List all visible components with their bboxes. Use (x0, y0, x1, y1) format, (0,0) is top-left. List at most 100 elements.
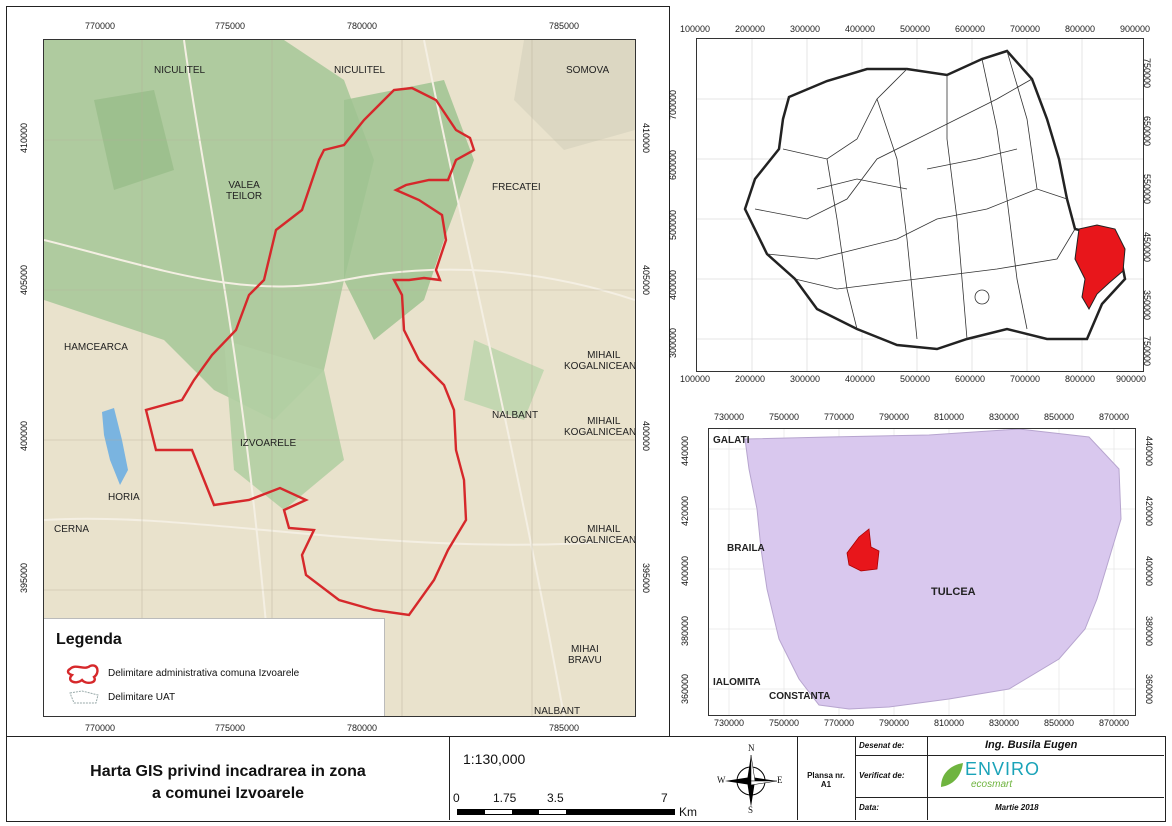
main-left-tick: 405000 (19, 264, 30, 296)
county-right-tick: 440000 (1144, 435, 1155, 467)
place-niculitel-1: NICULITEL (154, 65, 206, 76)
legend-boundary-swatch (66, 664, 99, 685)
main-top-tick: 775000 (215, 21, 246, 31)
county-right-tick: 400000 (1144, 555, 1155, 587)
ro-bottom-tick: 100000 (680, 374, 711, 384)
county-bottom-tick: 810000 (934, 718, 965, 728)
county-top-tick: 810000 (934, 412, 965, 422)
scalebar-label-3: 7 (661, 791, 668, 805)
place-somova: SOMOVA (566, 65, 610, 76)
ro-top-tick: 200000 (735, 24, 766, 34)
county-label-tulcea: TULCEA (931, 586, 976, 598)
county-bottom-tick: 790000 (879, 718, 910, 728)
ro-top-tick: 600000 (955, 24, 986, 34)
ro-right-tick: 450000 (1142, 231, 1153, 263)
scalebar-unit: Km (679, 805, 697, 819)
county-top-tick: 870000 (1099, 412, 1130, 422)
ro-bottom-tick: 300000 (790, 374, 821, 384)
main-map-panel: NICULITEL NICULITEL SOMOVA VALEA TEILOR … (6, 6, 670, 742)
county-bottom-tick: 770000 (824, 718, 855, 728)
ro-top-tick: 900000 (1120, 24, 1151, 34)
ro-right-tick: 750000 (1142, 335, 1153, 367)
county-bottom-tick: 830000 (989, 718, 1020, 728)
main-map-svg (44, 40, 635, 716)
title-area: Harta GIS privind incadrarea in zona a c… (7, 737, 450, 820)
county-top-tick: 790000 (879, 412, 910, 422)
main-right-tick: 395000 (641, 562, 652, 594)
ro-left-tick: 500000 (668, 209, 679, 241)
county-top-tick: 770000 (824, 412, 855, 422)
place-frecatei: FRECATEI (492, 182, 541, 193)
county-map-panel: GALATI BRAILA TULCEA IALOMITA CONSTANTA … (672, 404, 1166, 740)
ro-bottom-tick: 700000 (1010, 374, 1041, 384)
enviro-logo: ENVIRO ecosmart (937, 759, 1077, 793)
county-map-svg (709, 429, 1135, 715)
scale-ratio: 1:130,000 (463, 751, 526, 767)
plansa-area: Plansa nr. A1 (797, 737, 856, 820)
county-left-tick: 400000 (680, 555, 691, 587)
county-right-tick: 360000 (1144, 673, 1155, 705)
ro-right-tick: 750000 (1142, 57, 1153, 89)
main-left-tick: 410000 (19, 122, 30, 154)
scalebar-label-2: 3.5 (547, 791, 564, 805)
main-top-tick: 780000 (347, 21, 378, 31)
legend-title: Legenda (56, 631, 122, 648)
ro-bottom-tick: 800000 (1065, 374, 1096, 384)
logo-bottom-text: ecosmart (971, 779, 1013, 790)
leaf-logo-icon (941, 763, 963, 787)
main-right-tick: 400000 (641, 420, 652, 452)
place-valea-teilor: VALEA TEILOR (226, 180, 263, 202)
place-mihail-kogalniceanu-2: MIHAIL KOGALNICEANU (564, 416, 636, 438)
data-label: Data: (859, 803, 880, 812)
main-map-canvas[interactable]: NICULITEL NICULITEL SOMOVA VALEA TEILOR … (43, 39, 636, 717)
ro-top-tick: 500000 (900, 24, 931, 34)
compass-s: S (748, 805, 754, 815)
ro-right-tick: 550000 (1142, 173, 1153, 205)
county-label-galati: GALATI (713, 435, 750, 446)
legend: Legenda Delimitare administrativa comuna… (44, 618, 385, 716)
ro-top-tick: 100000 (680, 24, 711, 34)
county-right-tick: 380000 (1144, 615, 1155, 647)
verificat-label: Verificat de: (859, 771, 905, 780)
ro-bottom-tick: 500000 (900, 374, 931, 384)
desenat-value: Ing. Busila Eugen (985, 739, 1078, 751)
plansa-label: Plansa nr. A1 (807, 771, 845, 789)
romania-outline (743, 49, 1127, 351)
izvoarele-boundary (144, 86, 476, 617)
ro-left-tick: 700000 (668, 89, 679, 121)
county-top-tick: 850000 (1044, 412, 1075, 422)
desenat-label: Desenat de: (859, 741, 905, 750)
place-horia: HORIA (108, 492, 140, 503)
legend-uat-swatch (69, 690, 99, 704)
county-bottom-tick: 750000 (769, 718, 800, 728)
place-mihail-kogalniceanu-3: MIHAIL KOGALNICEANU (564, 524, 636, 546)
place-mihai-bravu: MIHAI BRAVU (568, 644, 602, 666)
ro-left-tick: 400000 (668, 269, 679, 301)
data-value: Martie 2018 (995, 803, 1039, 812)
tulcea-highlight (1074, 224, 1126, 311)
romania-map-svg (697, 39, 1143, 371)
logo-top-text: ENVIRO (965, 759, 1041, 779)
county-top-tick: 730000 (714, 412, 745, 422)
main-bottom-tick: 785000 (549, 723, 580, 733)
romania-map-canvas[interactable] (696, 38, 1144, 372)
scale-area: 1:130,000 0 1.75 3.5 7 Km N S W E (449, 737, 798, 820)
place-niculitel-2: NICULITEL (334, 65, 386, 76)
ro-right-tick: 350000 (1142, 289, 1153, 321)
north-arrow: N S W E (717, 743, 783, 815)
main-bottom-tick: 775000 (215, 723, 246, 733)
county-map-canvas[interactable]: GALATI BRAILA TULCEA IALOMITA CONSTANTA (708, 428, 1136, 716)
scalebar-label-0: 0 (453, 791, 460, 805)
place-nalbant-1: NALBANT (492, 410, 539, 421)
county-label-constanta: CONSTANTA (769, 691, 831, 702)
romania-map-panel: 100000 200000 300000 400000 500000 60000… (668, 20, 1166, 390)
place-izvoarele: IZVOARELE (240, 438, 297, 449)
ro-left-tick: 600000 (668, 149, 679, 181)
county-bottom-tick: 850000 (1044, 718, 1075, 728)
signature-area: Desenat de: Ing. Busila Eugen Verificat … (855, 737, 1164, 820)
map-title-line2: a comunei Izvoarele (151, 785, 305, 802)
compass-n: N (748, 743, 755, 753)
county-top-tick: 830000 (989, 412, 1020, 422)
ro-top-tick: 300000 (790, 24, 821, 34)
title-block: Harta GIS privind incadrarea in zona a c… (6, 736, 1166, 822)
